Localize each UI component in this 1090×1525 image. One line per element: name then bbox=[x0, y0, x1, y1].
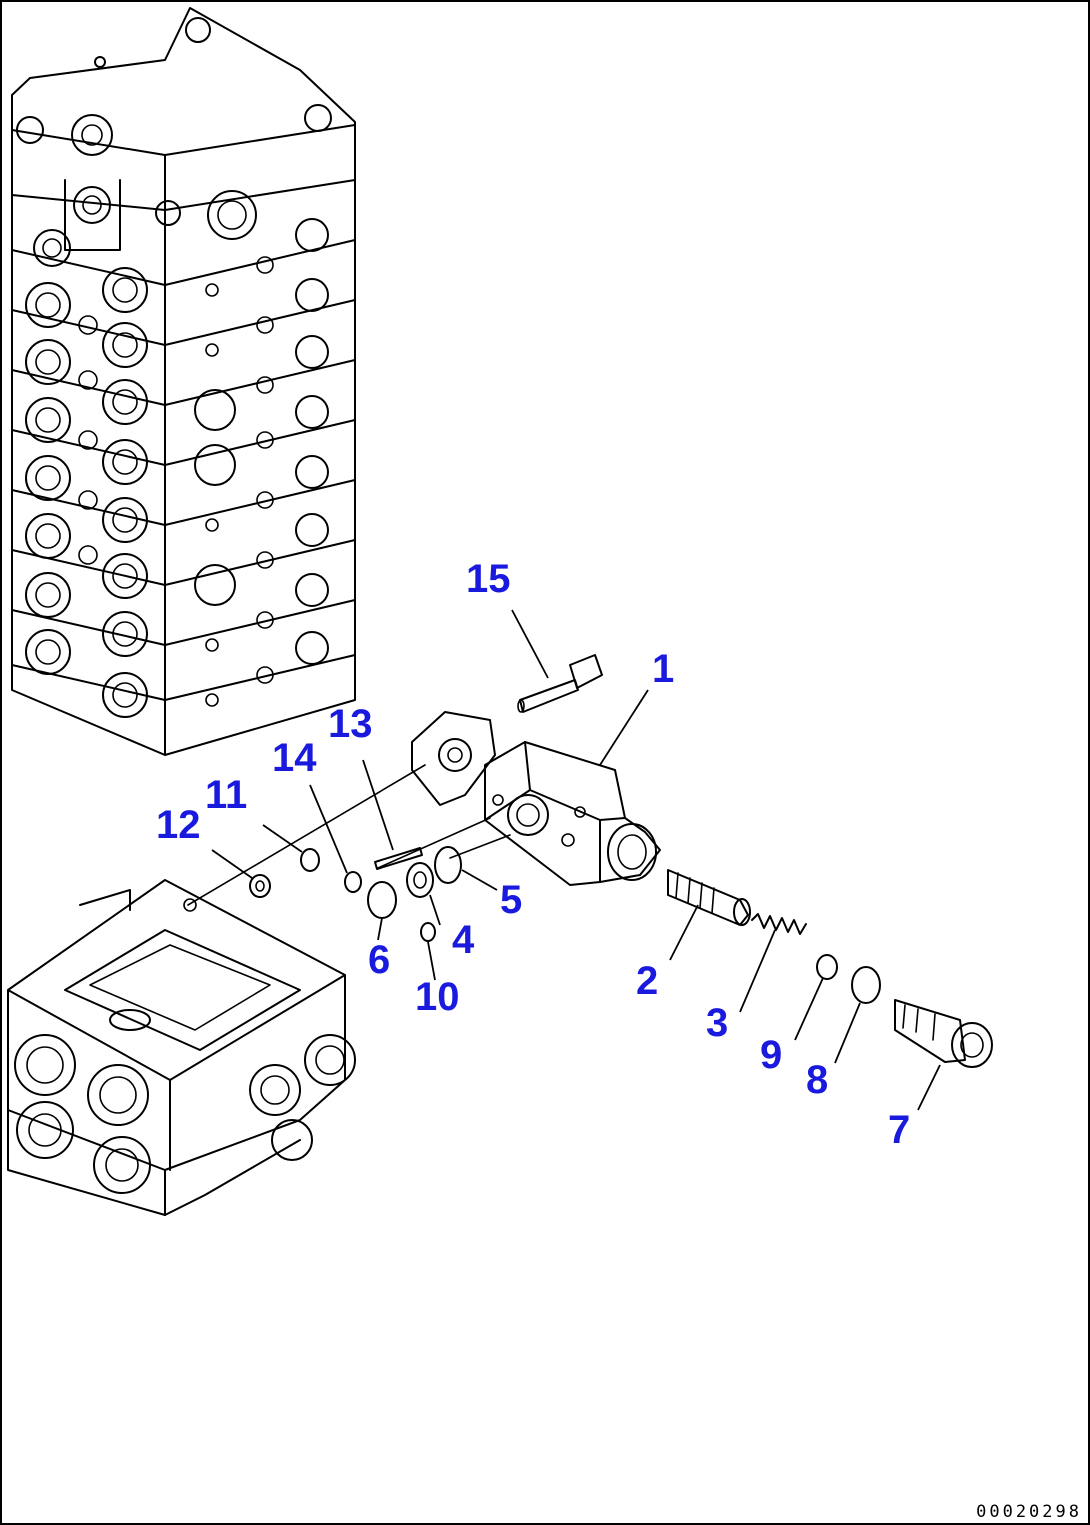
assembly-line-c bbox=[449, 834, 511, 859]
pin-part-13 bbox=[374, 847, 423, 870]
callout-5: 5 bbox=[500, 878, 522, 922]
leader-lines bbox=[211, 609, 941, 1111]
valve-body-part-1 bbox=[411, 711, 661, 886]
callout-4: 4 bbox=[452, 918, 475, 962]
o-ring-part-11 bbox=[300, 848, 320, 872]
callout-10: 10 bbox=[415, 975, 460, 1019]
washer-part-4 bbox=[406, 862, 434, 898]
callout-12: 12 bbox=[156, 803, 201, 847]
callout-8: 8 bbox=[806, 1058, 828, 1102]
callout-14: 14 bbox=[272, 736, 317, 780]
spool-part-2 bbox=[667, 869, 751, 926]
assembly-line-a bbox=[187, 764, 426, 906]
o-ring-part-14 bbox=[344, 871, 362, 893]
drawing-number: 00020298 bbox=[976, 1502, 1082, 1522]
callout-9: 9 bbox=[760, 1033, 782, 1077]
o-ring-part-5 bbox=[434, 846, 462, 884]
bolt-part-15 bbox=[517, 654, 603, 713]
plug-part-12 bbox=[249, 874, 271, 898]
callout-3: 3 bbox=[706, 1001, 728, 1045]
callout-13: 13 bbox=[328, 702, 373, 746]
callout-15: 15 bbox=[466, 557, 511, 601]
o-ring-part-10 bbox=[420, 922, 436, 942]
assembly-line-b bbox=[377, 817, 491, 869]
callout-2: 2 bbox=[636, 959, 658, 1003]
callout-7: 7 bbox=[888, 1108, 910, 1152]
callout-1: 1 bbox=[652, 647, 674, 691]
o-ring-part-9 bbox=[816, 954, 838, 980]
callout-6: 6 bbox=[368, 938, 390, 982]
end-section-block bbox=[7, 879, 356, 1216]
o-ring-part-6 bbox=[367, 881, 397, 919]
spring-part-3 bbox=[751, 913, 807, 935]
plug-part-7 bbox=[894, 999, 993, 1068]
callout-11: 11 bbox=[205, 773, 247, 817]
control-valve-stack bbox=[11, 7, 356, 756]
o-ring-part-8 bbox=[851, 966, 881, 1004]
